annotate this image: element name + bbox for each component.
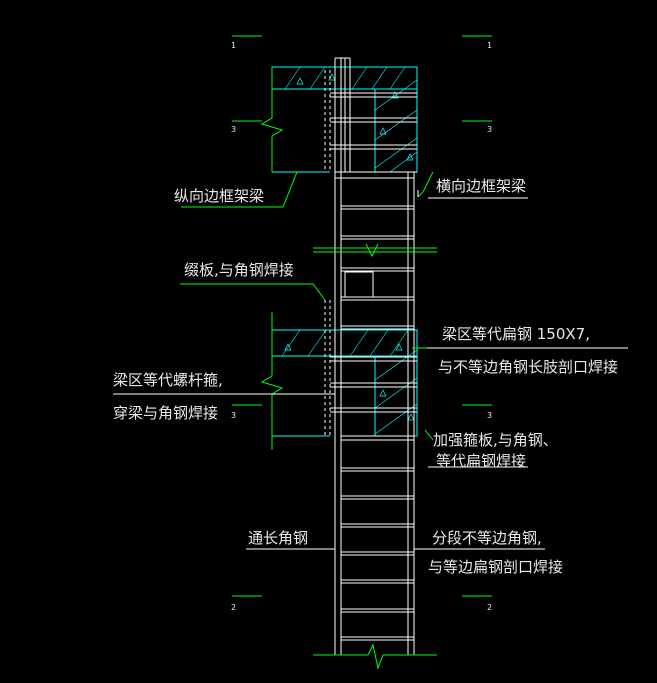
section-mark-middle-left: 3 (231, 411, 236, 420)
section-mark-middle-right: 3 (487, 411, 492, 420)
section-mark-bottom-left: 2 (231, 603, 236, 612)
section-mark-bottom-right: 2 (487, 603, 492, 612)
section-mark-top-right: 1 (487, 41, 492, 50)
label-segment-line1: 分段不等边角钢, (432, 529, 542, 547)
label-segment-line2: 与等边扁钢剖口焊接 (428, 558, 563, 576)
label-stiffener-line2: 等代扁钢焊接 (436, 452, 526, 470)
batten-plates (341, 205, 414, 641)
section-mark-upper-right: 3 (487, 125, 492, 134)
section-mark-top-left: 1 (231, 41, 236, 50)
bolt-hoops (330, 92, 417, 413)
label-batten-plate: 缀板,与角钢焊接 (184, 261, 294, 279)
green-linework (180, 35, 492, 670)
label-flat-steel-line1: 梁区等代扁钢 150X7, (442, 325, 590, 343)
leader-lines (113, 190, 628, 550)
label-longitudinal-beam: 纵向边框架梁 (174, 187, 264, 205)
section-mark-upper-left: 3 (231, 125, 236, 134)
label-through-angle: 通长角钢 (248, 529, 308, 547)
label-transverse-beam: 横向边框架梁 (436, 177, 526, 195)
label-bolt-hoop-line2: 穿梁与角钢焊接 (113, 404, 218, 422)
label-stiffener-line1: 加强箍板,与角钢、 (433, 431, 558, 449)
label-flat-steel-line2: 与不等边角钢长肢剖口焊接 (438, 358, 618, 376)
label-bolt-hoop-line1: 梁区等代螺杆箍, (113, 371, 223, 389)
